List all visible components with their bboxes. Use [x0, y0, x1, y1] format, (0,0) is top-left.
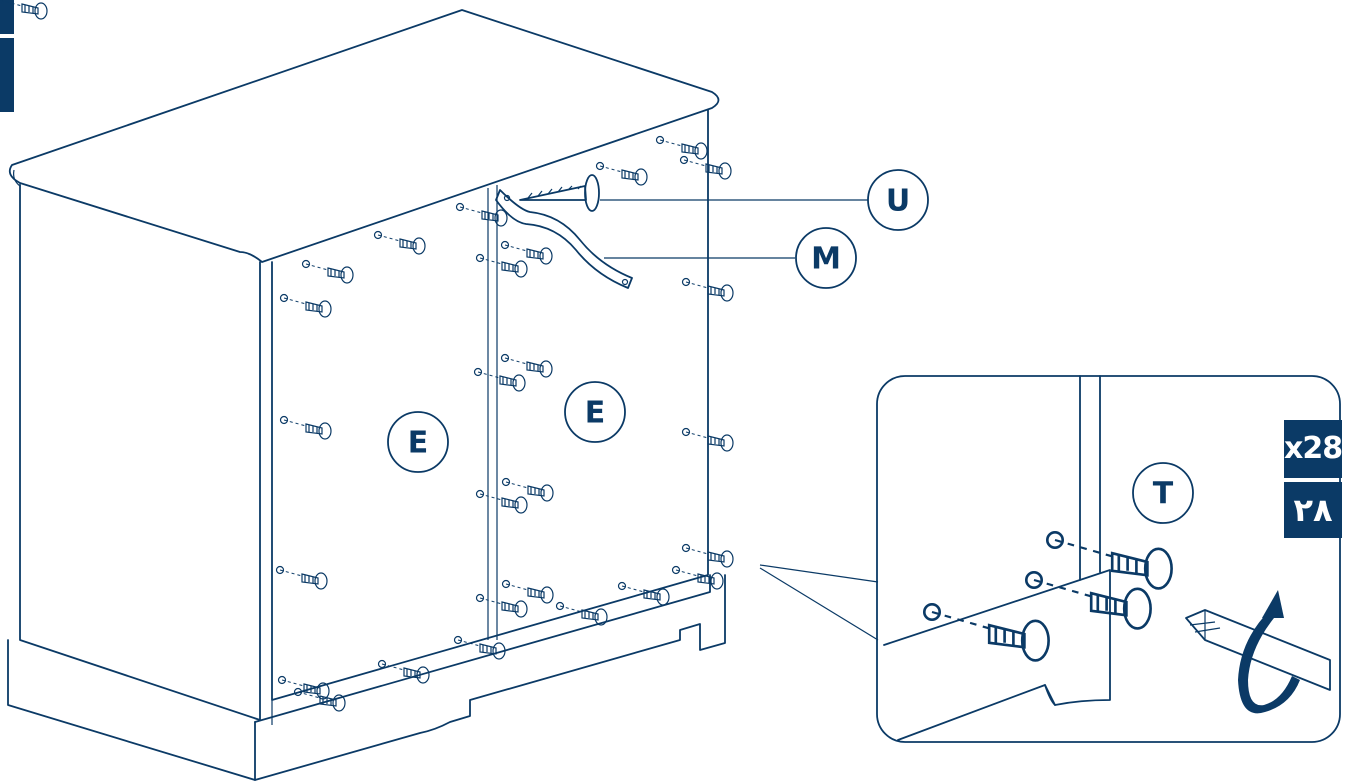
callout-u-label: U: [886, 184, 910, 219]
screws-layer: [0, 0, 48, 20]
screw-t-icon: [679, 155, 732, 180]
screwdriver-icon: [1185, 609, 1331, 691]
screw-t-icon: [475, 593, 528, 618]
screw-t-icon: [501, 579, 554, 604]
callout-t: T: [1132, 462, 1194, 524]
callout-e-left: E: [387, 411, 449, 473]
screw-set: [275, 135, 734, 712]
strap-m-drawing: [495, 189, 633, 289]
screw-t-icon: [500, 353, 553, 378]
screw-t-icon: [373, 230, 426, 255]
page-tab-top: [0, 0, 14, 34]
screw-t-icon: [473, 367, 526, 392]
callout-t-label: T: [1153, 477, 1174, 512]
screw-t-icon: [279, 293, 332, 318]
zoom-connector: [759, 564, 879, 641]
callout-e-right-label: E: [585, 396, 606, 431]
callout-e-left-label: E: [408, 426, 429, 461]
screw-t-icon: [501, 477, 554, 502]
screw-t-icon: [655, 135, 708, 160]
screw-t-icon: [279, 415, 332, 440]
screw-t-icon: [475, 489, 528, 514]
screw-t-icon: [500, 240, 553, 265]
detail-inset: [876, 375, 1341, 743]
screw-t-icon: [671, 565, 724, 590]
callout-m: M: [795, 227, 857, 289]
cabinet-drawing: [7, 9, 726, 781]
callout-e-right: E: [564, 381, 626, 443]
screw-t-icon: [595, 161, 648, 186]
callout-m-label: M: [811, 242, 841, 277]
screw-t-icon: [455, 202, 508, 227]
clockwise-arrow-icon: [1238, 590, 1300, 714]
screw-t-icon: [617, 581, 670, 606]
callout-u: U: [867, 169, 929, 231]
screw-t-icon: [301, 259, 354, 284]
quantity-badge-latin: x28: [1284, 420, 1343, 478]
wood-screw-u-drawing: [519, 174, 600, 212]
page-tab-bottom: [0, 38, 14, 112]
screw-t-icon: [475, 253, 528, 278]
quantity-badge-arabic: ٢٨: [1284, 482, 1342, 538]
screw-t-icon: [275, 565, 328, 590]
